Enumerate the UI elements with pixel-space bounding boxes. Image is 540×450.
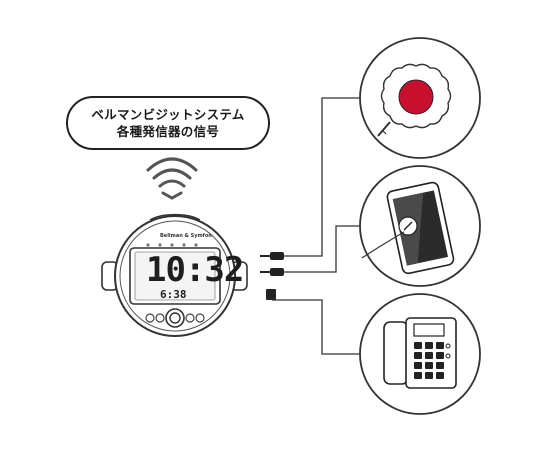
- plug-icon: [260, 252, 284, 300]
- clock-time-display: 10:32: [146, 250, 244, 290]
- telephone-icon: [383, 317, 457, 389]
- indicator-icons: [146, 243, 198, 247]
- telephone-transmitter: [359, 293, 481, 415]
- clock-buttons: [145, 308, 205, 328]
- smartphone-icon: [361, 181, 455, 275]
- clock-alarm-display: 6:38: [160, 288, 187, 301]
- doorbell-icon: [377, 63, 452, 137]
- alarm-clock-device: [101, 213, 248, 337]
- wifi-signal-icon: [146, 157, 198, 200]
- connection-lines: [272, 97, 360, 355]
- bubble-line-2: 各種発信器の信号: [116, 124, 220, 139]
- speech-bubble: ベルマンビジットシステム 各種発信器の信号: [66, 96, 270, 150]
- doorbell-transmitter: [359, 37, 481, 159]
- bubble-line-1: ベルマンビジットシステム: [91, 107, 245, 122]
- clock-brand: Bellman & Symfon: [160, 233, 212, 239]
- smartphone-transmitter: [359, 165, 481, 287]
